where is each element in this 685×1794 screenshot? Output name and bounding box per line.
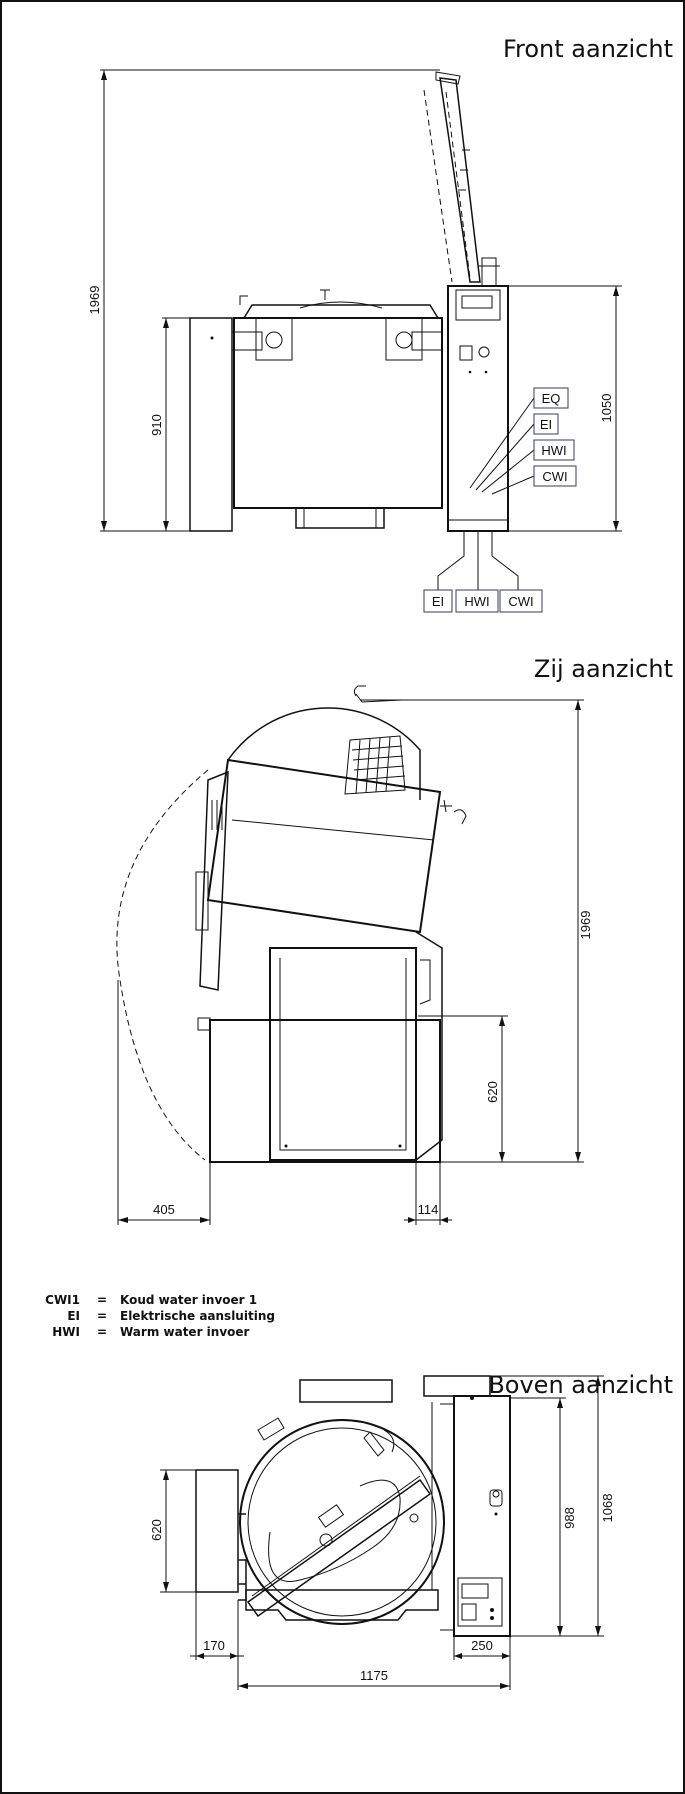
top-dim-total-width: 1175 [360,1668,388,1683]
side-dim-rear-offset: 114 [418,1202,439,1217]
side-tilted-lid [206,758,442,934]
front-view-title: Front aanzicht [503,35,673,63]
svg-text:=: = [97,1309,107,1323]
bottom-callout-cwi [499,589,543,613]
callout-ei [533,413,559,435]
legend-desc-0: Koud water invoer 1 [120,1293,257,1307]
side-inner-frame [269,947,417,1161]
side-view: Zij aanzicht 196 [116,655,673,1225]
svg-text:EQ: EQ [542,391,561,406]
top-dim-depth-total: 1068 [600,1494,615,1523]
top-dim-right-width: 250 [471,1638,493,1653]
svg-text:=: = [97,1293,107,1307]
legend-code-1: EI [67,1309,80,1323]
callout-eq [533,387,569,409]
callout-cwi [533,465,577,487]
front-dim-left-height: 910 [149,414,164,436]
side-dim-inlet-height: 620 [485,1081,500,1103]
svg-text:HWI: HWI [464,594,489,609]
svg-text:CWI: CWI [508,594,533,609]
bottom-callout-hwi [455,589,499,613]
legend-desc-2: Warm water invoer [120,1325,250,1339]
legend-code-0: CWI1 [45,1293,80,1307]
legend-code-2: HWI [52,1325,80,1339]
top-dim-left-depth: 620 [149,1519,164,1541]
svg-text:=: = [97,1325,107,1339]
legend: CWI1 = Koud water invoer 1 EI = Elektris… [45,1293,275,1339]
side-view-title: Zij aanzicht [534,655,673,683]
side-dim-total-height: 1969 [578,911,593,940]
side-grille [344,735,406,795]
top-view-title: Boven aanzicht [488,1371,673,1399]
top-left-panel [195,1469,239,1593]
svg-text:CWI: CWI [542,469,567,484]
front-raised-lid [439,77,481,283]
top-view: Boven aanzicht [149,1371,673,1690]
side-dim-front-offset: 405 [153,1202,175,1217]
top-control-column [453,1395,511,1637]
top-kettle-circle [239,1419,445,1625]
bottom-callout-ei [423,589,453,613]
front-kettle-body [233,317,443,509]
top-lid-arm [246,1478,432,1618]
top-dim-depth-body: 988 [562,1507,577,1529]
front-view: Front aanzicht [87,35,673,613]
svg-text:EI: EI [540,417,552,432]
legend-desc-1: Elektrische aansluiting [120,1309,275,1323]
svg-text:HWI: HWI [541,443,566,458]
front-dim-total-height: 1969 [87,286,102,315]
callout-hwi [533,439,575,461]
front-control-column [447,285,509,532]
front-left-panel [189,317,233,532]
front-kettle-foot [295,507,385,529]
top-dim-left-width: 170 [203,1638,225,1653]
side-swing-arc [116,769,209,1161]
side-drum [227,707,421,800]
svg-text:EI: EI [432,594,444,609]
front-dim-right-height: 1050 [599,394,614,423]
